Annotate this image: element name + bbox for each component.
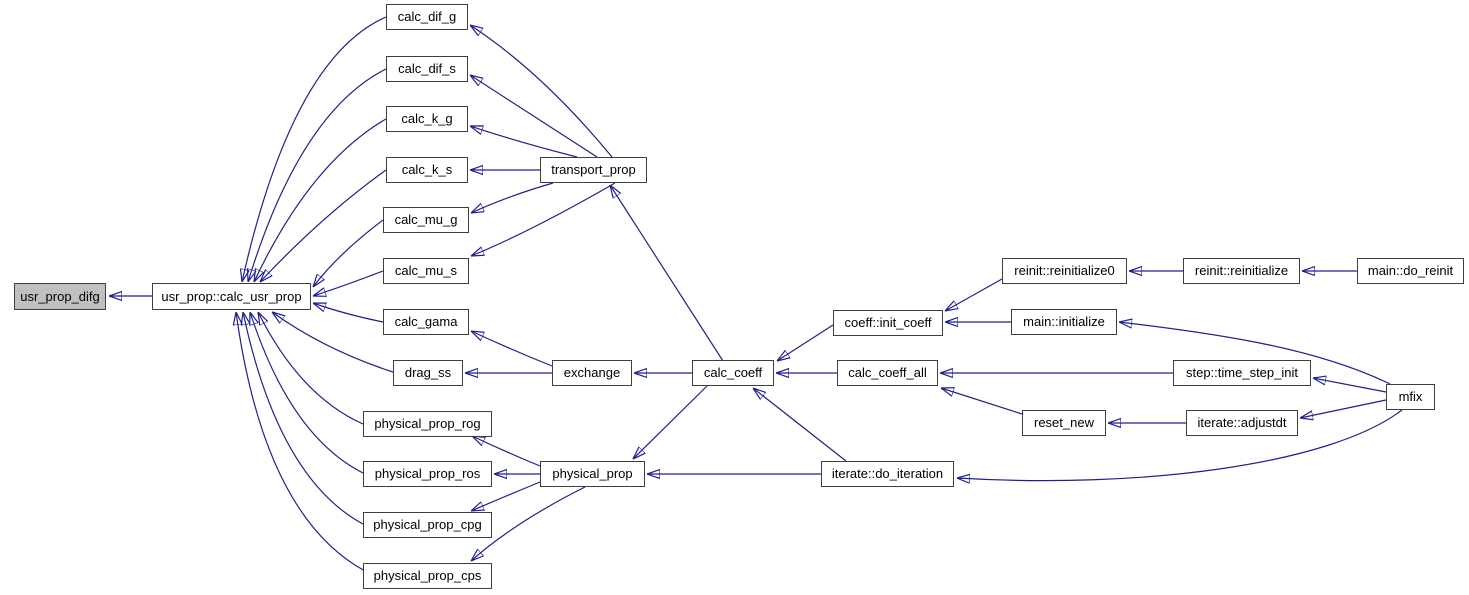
- edge-mfix-to-adjustdt: [1300, 399, 1387, 418]
- edge-transport_prop-to-calc_dif_s: [470, 75, 598, 158]
- node-usr-prop-calc-usr-prop[interactable]: usr_prop::calc_usr_prop: [152, 283, 311, 310]
- node-calc-dif-s[interactable]: calc_dif_s: [386, 56, 468, 82]
- node-calc-k-g[interactable]: calc_k_g: [386, 106, 468, 132]
- edge-physical_prop_rog-to-calc_usr_prop: [258, 312, 364, 425]
- edge-init_coeff-to-calc_coeff: [777, 324, 834, 361]
- edge-calc_dif_g-to-calc_usr_prop: [242, 16, 387, 282]
- edge-mfix-to-do_iteration: [957, 409, 1403, 481]
- node-reinit-reinitialize[interactable]: reinit::reinitialize: [1183, 258, 1300, 284]
- node-exchange[interactable]: exchange: [552, 360, 632, 386]
- node-physical-prop-cps[interactable]: physical_prop_cps: [363, 563, 492, 589]
- edge-reinitialize0-to-init_coeff: [945, 278, 1003, 311]
- node-iterate-adjustdt[interactable]: iterate::adjustdt: [1186, 410, 1298, 436]
- node-mfix[interactable]: mfix: [1386, 384, 1435, 410]
- node-physical-prop-rog[interactable]: physical_prop_rog: [363, 411, 492, 437]
- edge-mfix-to-time_step_init: [1313, 378, 1387, 393]
- edge-physical_prop_cpg-to-calc_usr_prop: [243, 312, 364, 525]
- edge-physical_prop-to-physical_prop_cpg: [471, 481, 541, 511]
- node-usr-prop-difg: usr_prop_difg: [14, 283, 106, 310]
- node-reset-new[interactable]: reset_new: [1022, 410, 1106, 436]
- edge-drag_ss-to-calc_usr_prop: [272, 312, 394, 373]
- node-step-time-step-init[interactable]: step::time_step_init: [1173, 360, 1311, 386]
- edge-calc_k_g-to-calc_usr_prop: [254, 118, 387, 282]
- node-reinit-reinitialize0[interactable]: reinit::reinitialize0: [1002, 258, 1127, 284]
- edge-reset_new-to-calc_coeff_all: [941, 388, 1023, 415]
- edge-transport_prop-to-calc_mu_g: [471, 182, 554, 213]
- node-calc-mu-g[interactable]: calc_mu_g: [383, 207, 469, 233]
- edge-calc_coeff-to-transport_prop: [610, 185, 724, 362]
- edge-mfix-to-main_initialize: [1119, 322, 1391, 385]
- node-calc-coeff-all[interactable]: calc_coeff_all: [837, 360, 938, 386]
- edge-transport_prop-to-calc_mu_s: [471, 182, 616, 256]
- node-calc-k-s[interactable]: calc_k_s: [386, 157, 468, 183]
- edge-transport_prop-to-calc_k_g: [470, 126, 578, 158]
- edge-calc_gama-to-calc_usr_prop: [313, 303, 384, 323]
- node-calc-coeff[interactable]: calc_coeff: [692, 360, 774, 386]
- edge-transport_prop-to-calc_dif_g: [470, 25, 613, 158]
- edge-calc_dif_s-to-calc_usr_prop: [248, 68, 387, 282]
- edge-calc_k_s-to-calc_usr_prop: [260, 169, 387, 282]
- edge-calc_mu_s-to-calc_usr_prop: [313, 270, 384, 296]
- node-transport-prop[interactable]: transport_prop: [540, 157, 647, 183]
- node-drag-ss[interactable]: drag_ss: [393, 360, 463, 386]
- node-iterate-do-iteration[interactable]: iterate::do_iteration: [821, 461, 954, 487]
- node-main-initialize[interactable]: main::initialize: [1011, 309, 1117, 335]
- edge-physical_prop_ros-to-calc_usr_prop: [250, 312, 364, 474]
- node-coeff-init-coeff[interactable]: coeff::init_coeff: [833, 310, 943, 336]
- node-calc-dif-g[interactable]: calc_dif_g: [386, 4, 468, 30]
- edge-do_iteration-to-calc_coeff: [753, 388, 847, 462]
- node-main-do-reinit[interactable]: main::do_reinit: [1357, 258, 1464, 284]
- node-physical-prop-ros[interactable]: physical_prop_ros: [363, 461, 492, 487]
- node-physical-prop[interactable]: physical_prop: [540, 461, 645, 487]
- edge-physical_prop-to-physical_prop_cps: [471, 486, 586, 561]
- edge-calc_mu_g-to-calc_usr_prop: [313, 219, 384, 287]
- edge-physical_prop_cps-to-calc_usr_prop: [236, 312, 366, 572]
- node-physical-prop-cpg[interactable]: physical_prop_cpg: [363, 512, 492, 538]
- edge-calc_coeff-to-physical_prop: [633, 385, 708, 459]
- node-calc-gama[interactable]: calc_gama: [383, 309, 469, 335]
- edge-physical_prop-to-physical_prop_rog: [472, 436, 541, 467]
- edge-exchange-to-calc_gama: [471, 331, 553, 367]
- node-calc-mu-s[interactable]: calc_mu_s: [383, 258, 469, 284]
